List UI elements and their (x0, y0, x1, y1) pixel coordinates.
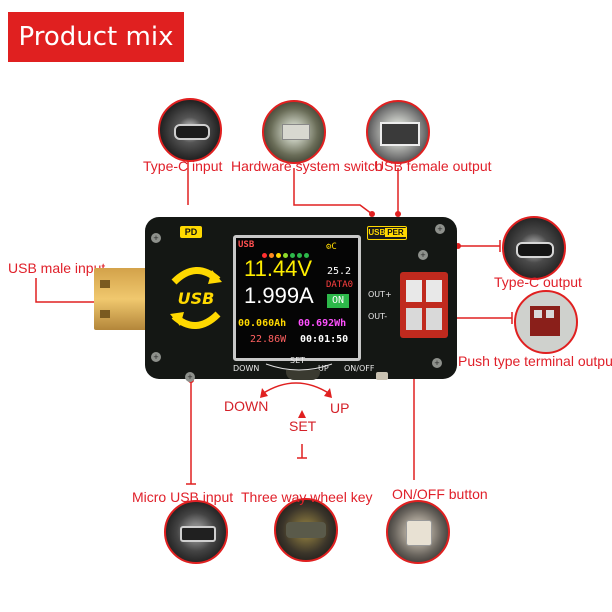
screw-icon: + (432, 358, 442, 368)
screw-icon: + (185, 372, 195, 382)
power-readout: 22.86W (250, 334, 287, 345)
label-push-terminal: Push type terminal output (458, 353, 612, 369)
out-plus-label: OUT+ (368, 290, 392, 299)
out-minus-label: OUT- (368, 312, 388, 321)
device-set-label: SET (290, 356, 306, 365)
ah-readout: 00.060Ah (238, 318, 287, 329)
usb-logo-icon: USB (170, 267, 222, 329)
label-usb-male: USB male input (8, 260, 106, 276)
wheel-key[interactable] (286, 370, 320, 380)
screw-icon: + (151, 352, 161, 362)
device-up-label: UP (318, 364, 329, 373)
screen-header: USB (238, 240, 255, 250)
usb-male-plug (94, 262, 152, 336)
typec-output-photo (502, 216, 566, 280)
device-down-label: DOWN (233, 364, 260, 373)
current-readout: 1.999A (244, 283, 314, 308)
state-badge: ON (327, 294, 349, 308)
label-typec-output: Type-C output (494, 274, 582, 290)
micro-usb-photo (164, 500, 228, 564)
label-set: SET (289, 418, 317, 434)
label-onoff: ON/OFF button (392, 486, 488, 502)
push-terminal-block[interactable] (400, 272, 448, 338)
label-typec-input: Type-C input (143, 158, 223, 174)
label-micro-usb: Micro USB input (132, 489, 234, 505)
label-hardware-switch: Hardware system switch (231, 158, 383, 174)
page-title: Product mix (8, 12, 184, 62)
screw-icon: + (435, 224, 445, 234)
hardware-switch-photo (262, 100, 326, 164)
label-up: UP (330, 400, 350, 416)
screw-icon: + (151, 233, 161, 243)
time-readout: 00:01:50 (300, 334, 349, 345)
device-onoff-label: ON/OFF (344, 364, 375, 373)
usb-logo-text: USB (178, 289, 215, 308)
temp-icon: ⚙C (326, 242, 337, 252)
push-terminal-photo (514, 290, 578, 354)
label-wheel-key: Three way wheel key (241, 489, 373, 505)
wheel-key-photo (274, 498, 338, 562)
wheel-arc-icon (265, 363, 333, 371)
usb-tag: USB (368, 228, 386, 237)
pd-badge: PD (180, 226, 202, 238)
onoff-button-photo (386, 500, 450, 564)
per-tag: PER (385, 228, 406, 237)
data-readout: DATA0 (326, 280, 354, 290)
level-dots (262, 243, 309, 262)
label-down: DOWN (224, 398, 269, 414)
typec-input-photo (158, 98, 222, 162)
screw-icon: + (418, 250, 428, 260)
usb-female-photo (366, 100, 430, 164)
voltage-readout: 11.44V (244, 256, 313, 281)
temp-readout: 25.2 (327, 266, 352, 277)
onoff-button[interactable] (376, 372, 388, 380)
wh-readout: 00.692Wh (298, 318, 347, 329)
label-usb-female: USB female output (374, 158, 492, 174)
